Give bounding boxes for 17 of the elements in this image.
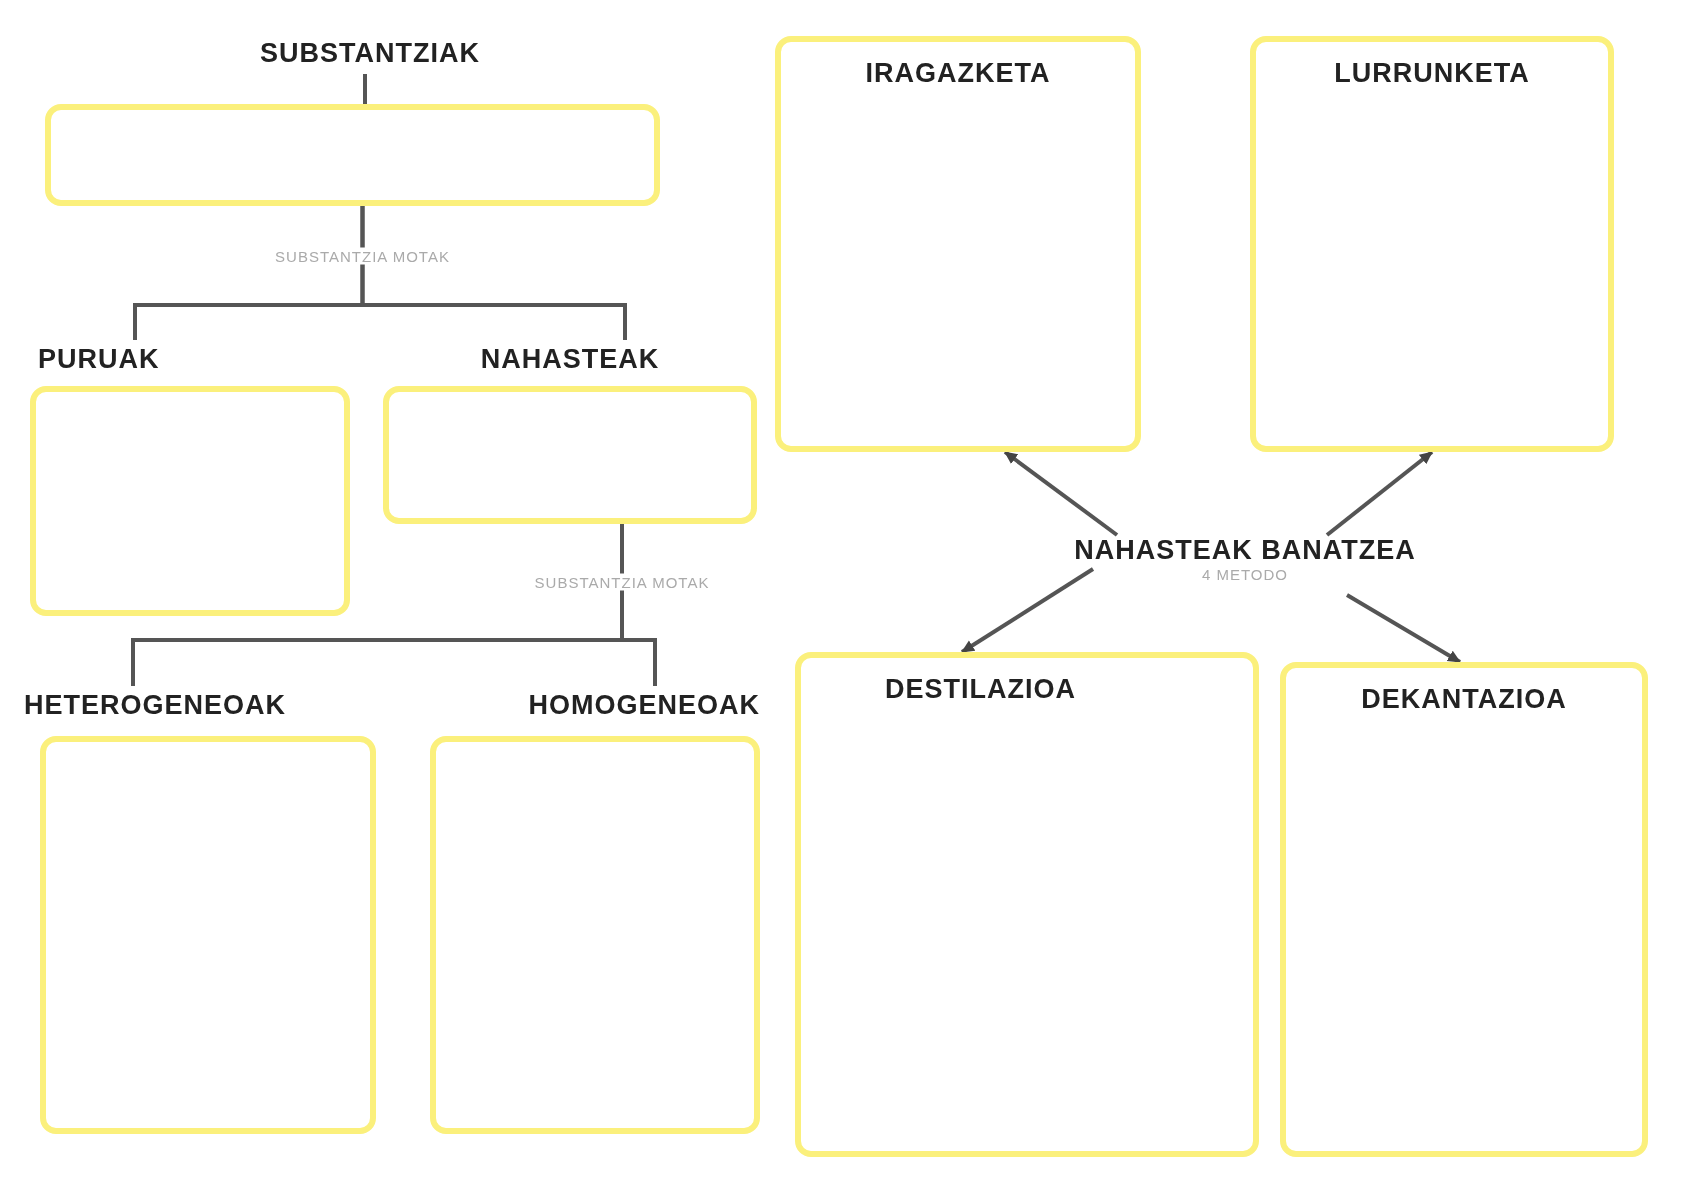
box-heading: PURUAK <box>38 344 160 375</box>
box-heading: IRAGAZKETA <box>864 58 1052 89</box>
box-heading: NAHASTEAK <box>479 344 661 375</box>
box-heading: HOMOGENEOAK <box>528 690 760 721</box>
box-heading: DESTILAZIOA <box>885 674 1076 705</box>
box-heading: DEKANTAZIOA <box>1360 684 1568 715</box>
box-heading: HETEROGENEOAK <box>24 690 287 721</box>
arrow <box>1346 593 1461 664</box>
arrow <box>960 567 1095 654</box>
arrow <box>1003 450 1119 537</box>
heading: NAHASTEAK BANATZEA <box>1074 535 1416 566</box>
heading: SUBSTANTZIAK <box>260 38 480 69</box>
box-heading: LURRUNKETA <box>1333 58 1531 89</box>
connector-line <box>360 206 627 340</box>
arrow <box>1325 450 1434 537</box>
subheading: 4 METODO <box>1201 566 1289 583</box>
connector-line <box>363 74 367 104</box>
